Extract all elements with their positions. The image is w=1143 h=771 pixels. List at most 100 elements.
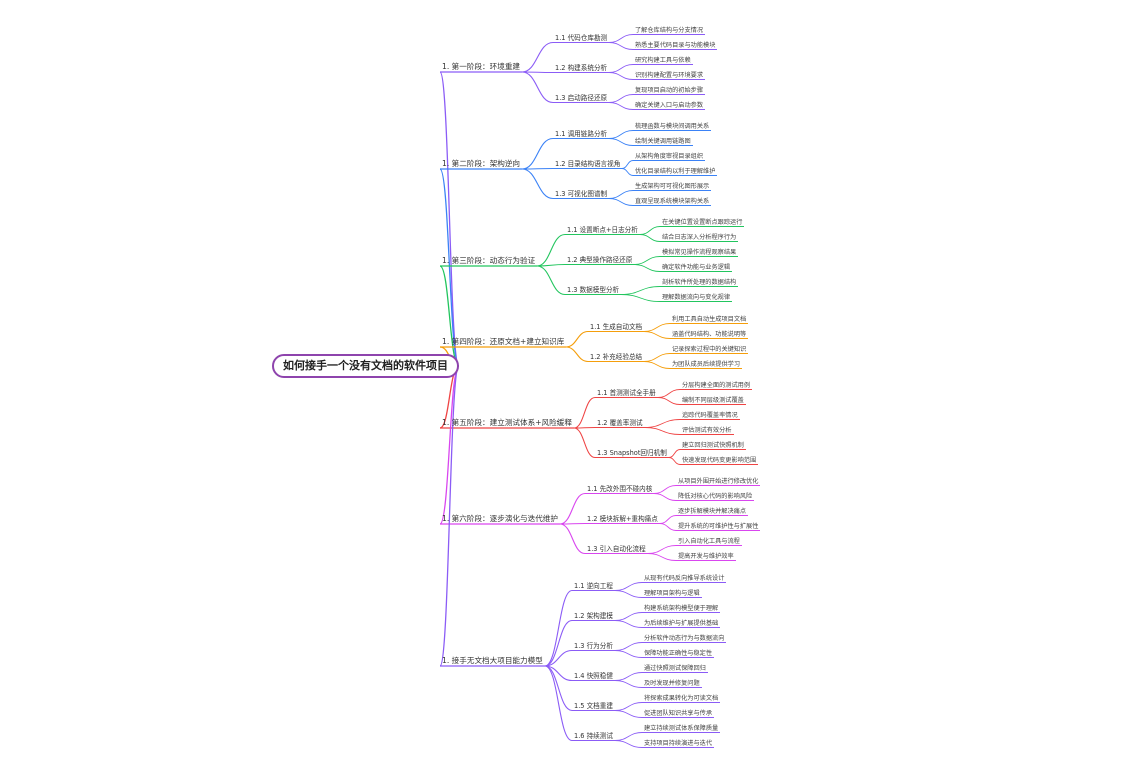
subtopic[interactable]: 1.1 先改外围不碰内核 [587,484,653,493]
branch-topic[interactable]: 1. 第三阶段：动态行为验证 [442,256,536,265]
leaf-topic[interactable]: 快速发现代码变更影响范围 [682,456,757,464]
leaf-topic[interactable]: 促进团队知识共享与传承 [644,709,713,717]
leaf-topic[interactable]: 建立回归测试快照机制 [682,441,744,449]
leaf-topic[interactable]: 从现有代码反向推导系统设计 [644,574,725,582]
subtopic[interactable]: 1.1 代码仓库勘测 [555,33,608,42]
leaf-topic[interactable]: 通过快照测试保障回归 [644,664,706,672]
root-topic[interactable]: 如何接手一个没有文档的软件项目 [272,354,459,378]
branch-topic[interactable]: 1. 第一阶段：环境重建 [442,62,521,71]
leaf-topic[interactable]: 分层构建全面的测试用例 [682,381,751,389]
subtopic[interactable]: 1.2 典型操作路径还原 [567,255,633,264]
subtopic[interactable]: 1.3 数据模型分析 [567,285,620,294]
subtopic-connector [573,427,596,459]
subtopic[interactable]: 1.1 逆向工程 [574,581,613,590]
leaf-topic[interactable]: 为团队成员后续提供学习 [672,360,741,368]
leaf-topic[interactable]: 确定软件功能与业务逻辑 [662,263,731,271]
subtopic[interactable]: 1.1 调用链路分析 [555,129,608,138]
leaf-topic[interactable]: 优化目录结构以利于理解维护 [635,167,716,175]
subtopic[interactable]: 1.2 架构建模 [574,611,613,620]
leaf-connector [614,650,643,658]
subtopic[interactable]: 1.3 可视化图谱制 [555,189,608,198]
leaf-topic[interactable]: 逐步拆解模块并解决痛点 [678,507,747,515]
leaf-connector [614,642,643,651]
leaf-topic[interactable]: 理解项目架构与逻辑 [644,589,700,597]
subtopic[interactable]: 1.3 引入自动化流程 [587,544,646,553]
leaf-topic[interactable]: 利用工具自动生成项目文档 [672,315,747,323]
leaf-connector [657,389,681,398]
leaf-connector [614,710,643,718]
subtopic[interactable]: 1.1 设置断点+日志分析 [567,225,638,234]
branch-topic[interactable]: 1. 第四阶段：还原文档+建立知识库 [442,337,565,346]
leaf-topic[interactable]: 确定关键入口与启动参数 [635,101,704,109]
leaf-topic[interactable]: 生成架构可可视化图形展示 [635,182,710,190]
leaf-topic[interactable]: 直观呈现系统模块架构关系 [635,197,710,205]
subtopic[interactable]: 1.2 目录结构语言视角 [555,159,621,168]
leaf-connector [608,94,634,103]
subtopic[interactable]: 1.2 补充经验总结 [590,352,643,361]
subtopic-connector [559,523,586,555]
subtopic[interactable]: 1.3 Snapshot回归机制 [597,448,667,457]
subtopic[interactable]: 1.1 首测测试全手册 [597,388,656,397]
subtopic[interactable]: 1.5 文档重建 [574,701,613,710]
leaf-connector [643,361,671,369]
leaf-topic[interactable]: 研究构建工具与依赖 [635,56,691,64]
leaf-topic[interactable]: 提高开发与维护效率 [678,552,734,560]
leaf-topic[interactable]: 剖析软件所处理的数据结构 [662,278,737,286]
subtopic[interactable]: 1.6 持续测试 [574,731,613,740]
leaf-topic[interactable]: 保障功能正确性与稳定性 [644,649,713,657]
subtopic[interactable]: 1.3 启动路径还原 [555,93,608,102]
leaf-topic[interactable]: 梳理函数与模块间调用关系 [635,122,710,130]
subtopic-connector [536,265,566,296]
leaf-connector [639,234,661,242]
leaf-topic[interactable]: 从项目外围开始进行修改优化 [678,477,759,485]
subtopic[interactable]: 1.2 构建系统分析 [555,63,608,72]
leaf-connector [608,138,634,146]
leaf-topic[interactable]: 理解数据流向与变化规律 [662,293,731,301]
leaf-topic[interactable]: 在关键位置设置断点跟踪运行 [662,218,743,226]
leaf-topic[interactable]: 评估测试有效分析 [682,426,732,434]
branch-connector [439,71,460,367]
subtopic-connector [521,167,554,170]
leaf-topic[interactable]: 识别构建配置与环境要求 [635,71,704,79]
subtopic[interactable]: 1.4 快照稳健 [574,671,613,680]
leaf-connector [614,702,643,711]
leaf-topic[interactable]: 绘制关键调用链路图 [635,137,691,145]
leaf-topic[interactable]: 及时发现并修复问题 [644,679,700,687]
leaf-topic[interactable]: 编制不同层级测试覆盖 [682,396,744,404]
leaf-connector [608,72,634,80]
leaf-topic[interactable]: 提升系统的可维护性与扩展性 [678,522,759,530]
leaf-topic[interactable]: 涵盖代码结构、功能说明等 [672,330,747,338]
leaf-topic[interactable]: 引入自动化工具与流程 [678,537,740,545]
leaf-topic[interactable]: 复现项目启动的初始步骤 [635,86,704,94]
leaf-topic[interactable]: 为后续维护与扩展提供基础 [644,619,719,627]
leaf-connector [614,620,643,628]
branch-connector [439,365,460,667]
leaf-topic[interactable]: 降低对核心代码的影响风险 [678,492,753,500]
leaf-topic[interactable]: 结合日志深入分析程序行为 [662,233,737,241]
leaf-topic[interactable]: 分析软件动态行为与数据流向 [644,634,725,642]
subtopic[interactable]: 1.3 行为分析 [574,641,613,650]
leaf-connector [621,168,634,176]
branch-topic[interactable]: 1. 第二阶段：架构逆向 [442,159,521,168]
leaf-topic[interactable]: 支持项目持续演进与迭代 [644,739,713,747]
leaf-topic[interactable]: 将探索成果转化为可读文档 [644,694,719,702]
branch-topic[interactable]: 1. 第六阶段：逐步演化与迭代维护 [442,514,558,523]
branch-topic[interactable]: 1. 接手无文档大项目能力模型 [442,656,543,665]
leaf-topic[interactable]: 熟悉主要代码目录与功能模块 [635,41,716,49]
leaf-topic[interactable]: 从架构角度审视目录组织 [635,152,704,160]
leaf-connector [608,64,634,73]
subtopic[interactable]: 1.2 模块拆解+重构痛点 [587,514,658,523]
leaf-connector [608,102,634,110]
leaf-topic[interactable]: 构建系统架构模型便于理解 [644,604,719,612]
branch-topic[interactable]: 1. 第五阶段：建立测试体系+风险缓释 [442,418,572,427]
subtopic[interactable]: 1.2 覆盖率测试 [597,418,643,427]
leaf-topic[interactable]: 模拟常见操作流程观察结果 [662,248,737,256]
leaf-topic[interactable]: 了解仓库结构与分支情况 [635,26,704,34]
leaf-topic[interactable]: 追踪代码覆盖率情况 [682,411,738,419]
leaf-topic[interactable]: 建立持续测试体系保障质量 [644,724,719,732]
subtopic-connector [559,522,586,525]
leaf-topic[interactable]: 记录探索过程中的关键知识 [672,345,747,353]
subtopic-connector [573,396,596,429]
subtopic[interactable]: 1.1 生成自动文档 [590,322,643,331]
